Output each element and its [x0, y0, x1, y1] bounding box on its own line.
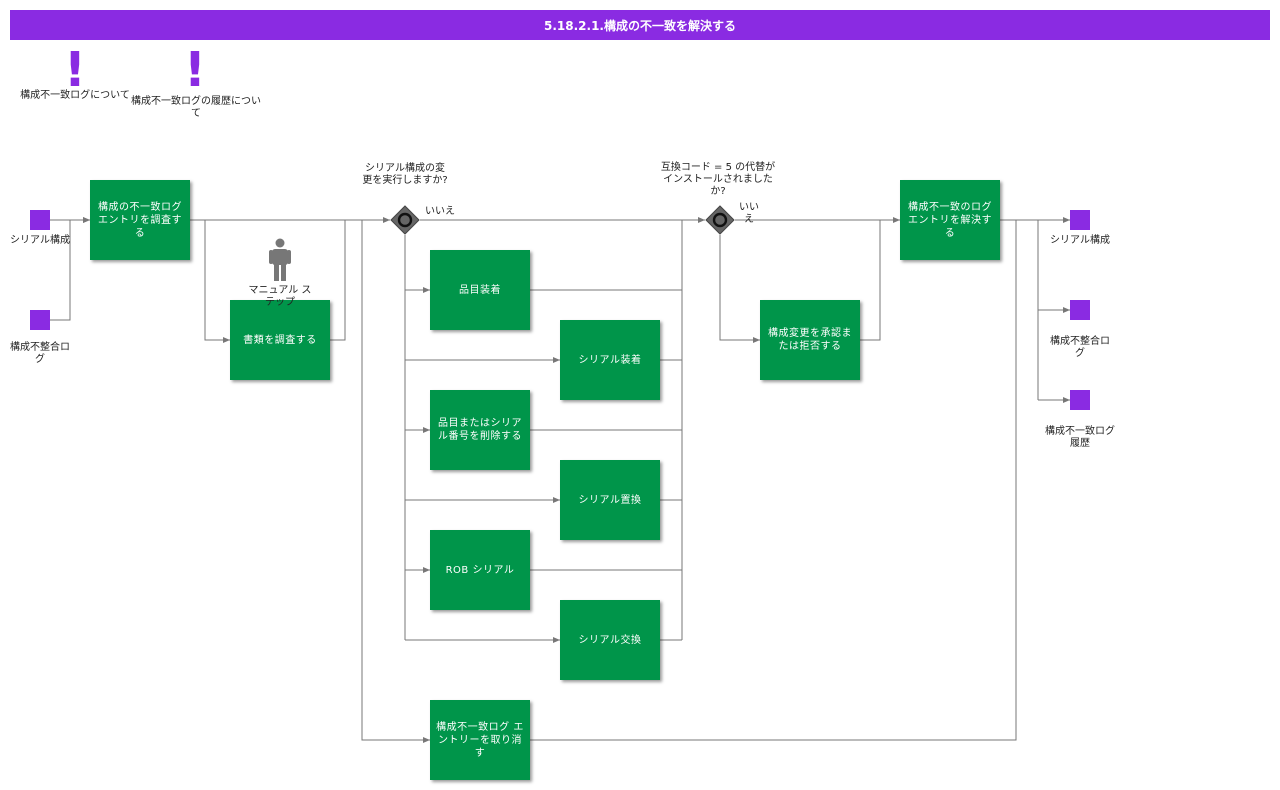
gateway-no-label: いいえ — [425, 206, 455, 217]
task-investigate-docs[interactable]: 書類を調査する — [230, 300, 330, 380]
gateway-question-label: 互換コード = 5 の代替がインストールされましたか? — [660, 162, 776, 197]
task-exchange-serial[interactable]: シリアル交換 — [560, 600, 660, 680]
task-remove-item-or-serial[interactable]: 品目またはシリアル番号を削除する — [430, 390, 530, 470]
exclamation-icon[interactable]: ! — [184, 42, 206, 98]
gateway-question-label: シリアル構成の変更を実行しますか? — [362, 163, 448, 186]
note-label: 構成不一致ログについて — [20, 90, 130, 101]
flow-cancel-to-outputs — [530, 220, 1017, 741]
flow-investigate-to-docs — [195, 219, 230, 343]
person-icon — [269, 238, 291, 281]
data-object-label: 構成不整合ログ — [10, 342, 70, 365]
task-investigate-entry[interactable]: 構成の不一致ログエントリを調査する — [90, 180, 190, 260]
task-cancel-entry[interactable]: 構成不一致ログ エントリーを取り消す — [430, 700, 530, 780]
data-object-icon[interactable] — [30, 310, 50, 330]
data-object-label: 構成不一致ログ履歴 — [1045, 426, 1115, 449]
task-replace-serial[interactable]: シリアル置換 — [560, 460, 660, 540]
data-object-icon[interactable] — [1070, 390, 1090, 410]
exclusive-gateway-icon[interactable] — [390, 205, 420, 235]
flow-to-cancel — [361, 220, 430, 743]
exclusive-gateway-icon[interactable] — [705, 205, 735, 235]
task-resolve-entry[interactable]: 構成不一致のログエントリを解決する — [900, 180, 1000, 260]
flow-approve-to-resolve — [860, 220, 881, 341]
flow-log-to-investigate — [50, 217, 90, 321]
task-approve-or-reject[interactable]: 構成変更を承認または拒否する — [760, 300, 860, 380]
flow-g2-to-approve — [719, 235, 760, 343]
flow-docs-to-g1 — [330, 220, 346, 341]
exclamation-icon[interactable]: ! — [64, 42, 86, 98]
note-label: 構成不一致ログの履歴について — [131, 96, 261, 119]
data-object-icon[interactable] — [30, 210, 50, 230]
task-install-serial[interactable]: シリアル装着 — [560, 320, 660, 400]
gateway-no-label: いいえ — [739, 202, 759, 225]
data-object-label: 構成不整合ログ — [1050, 336, 1110, 359]
data-object-icon[interactable] — [1070, 300, 1090, 320]
task-rob-serial[interactable]: ROB シリアル — [430, 530, 530, 610]
page-title: 5.18.2.1.構成の不一致を解決する — [10, 10, 1270, 40]
task-install-item[interactable]: 品目装着 — [430, 250, 530, 330]
data-object-icon[interactable] — [1070, 210, 1090, 230]
data-object-label: シリアル構成 — [10, 235, 70, 246]
manual-step-label: マニュアル ステップ — [248, 285, 312, 308]
data-object-label: シリアル構成 — [1050, 235, 1110, 246]
